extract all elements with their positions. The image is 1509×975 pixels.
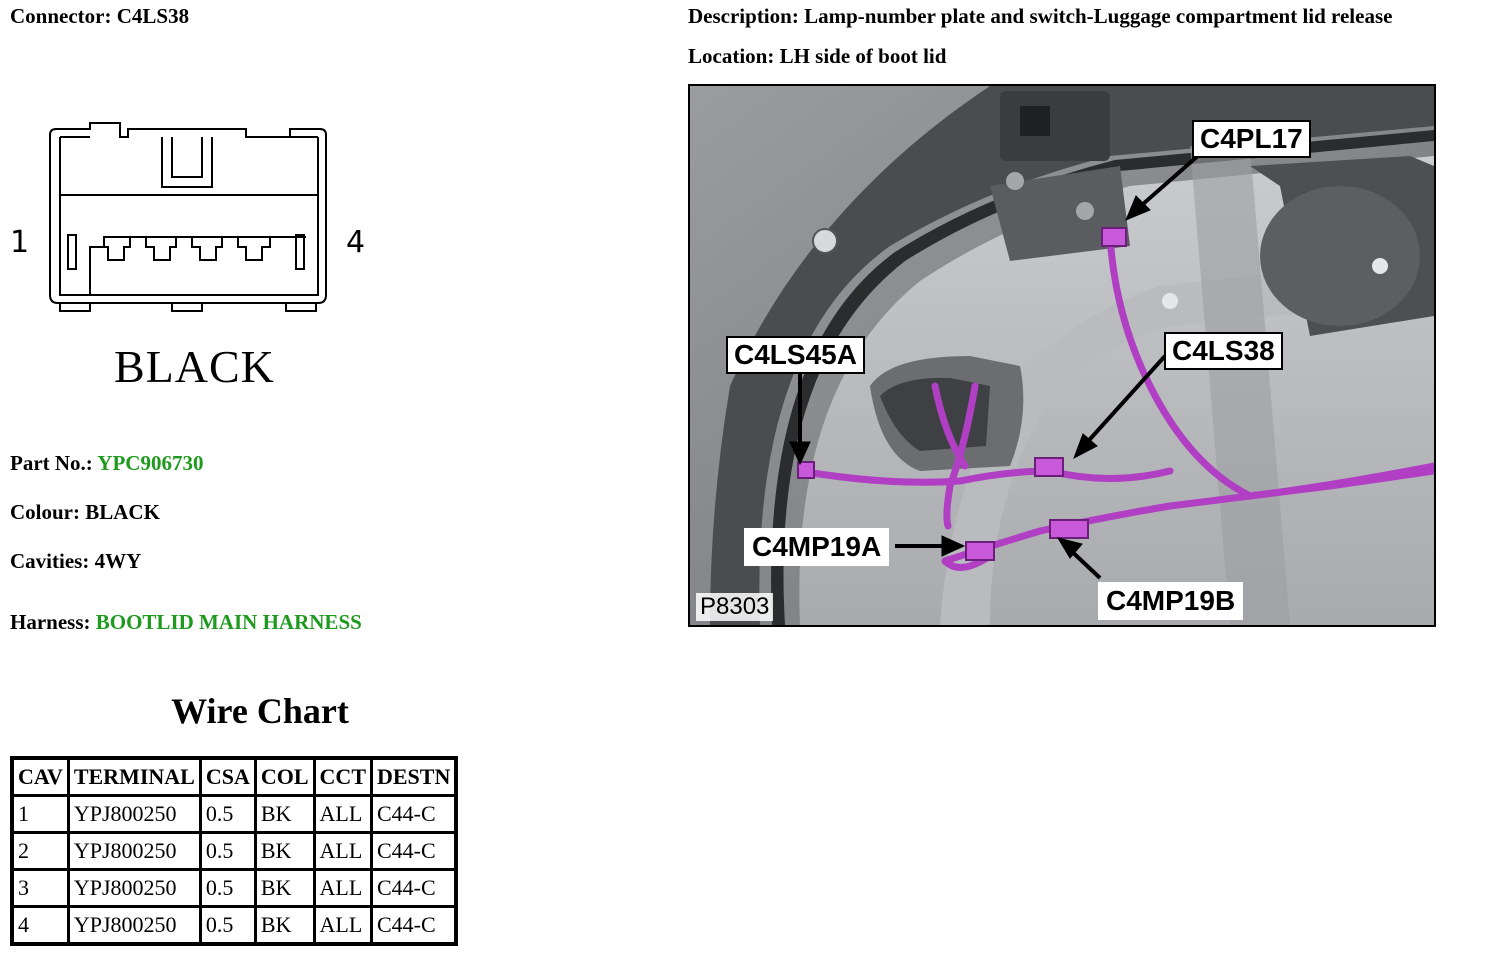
connector-value: C4LS38 [116, 4, 190, 28]
part-number-label: Part No.: [10, 451, 93, 475]
cell-col: BK [253, 831, 316, 871]
part-number: Part No.: YPC906730 [10, 451, 203, 476]
cell-destn: C44-C [370, 831, 458, 871]
cell-csa: 0.5 [198, 868, 257, 908]
cell-cct: ALL [312, 905, 374, 946]
connector-face-drawing [49, 122, 327, 312]
callout-c4pl17: C4PL17 [1192, 120, 1311, 158]
cell-cct: ALL [312, 794, 374, 834]
harness-label: Harness: [10, 610, 91, 634]
cell-col: BK [253, 868, 316, 908]
header-col: COL [253, 756, 316, 797]
colour: Colour: BLACK [10, 500, 160, 525]
connector-color-label: BLACK [114, 341, 275, 392]
cell-cct: ALL [312, 868, 374, 908]
header-cav: CAV [10, 756, 70, 797]
colour-label: Colour: [10, 500, 80, 524]
cell-csa: 0.5 [198, 831, 257, 871]
cell-col: BK [253, 794, 316, 834]
description-label: Description: [688, 4, 799, 28]
cavities-value: 4WY [94, 549, 142, 573]
cell-cav: 4 [10, 905, 70, 946]
callout-c4ls38: C4LS38 [1164, 332, 1283, 370]
location-label: Location: [688, 44, 775, 68]
boot-lid-illustration [690, 86, 1434, 625]
connector-title: Connector: C4LS38 [10, 4, 189, 29]
table-row: 4 YPJ800250 0.5 BK ALL C44-C [10, 905, 458, 946]
cell-destn: C44-C [370, 794, 458, 834]
description: Description: Lamp-number plate and switc… [688, 4, 1392, 29]
header-terminal: TERMINAL [66, 756, 202, 797]
cell-col: BK [253, 905, 316, 946]
cell-destn: C44-C [370, 868, 458, 908]
cell-cav: 2 [10, 831, 70, 871]
table-header-row: CAV TERMINAL CSA COL CCT DESTN [10, 756, 458, 797]
location-value: LH side of boot lid [779, 44, 947, 68]
harness-link[interactable]: BOOTLID MAIN HARNESS [95, 610, 362, 634]
connector-label: Connector: [10, 4, 112, 28]
colour-value: BLACK [85, 500, 160, 524]
table-row: 3 YPJ800250 0.5 BK ALL C44-C [10, 868, 458, 908]
photo-id: P8303 [696, 593, 774, 621]
cell-csa: 0.5 [198, 905, 257, 946]
description-value: Lamp-number plate and switch-Luggage com… [804, 4, 1393, 28]
harness: Harness: BOOTLID MAIN HARNESS [10, 610, 362, 635]
wire-chart-title: Wire Chart [171, 691, 349, 731]
location: Location: LH side of boot lid [688, 44, 946, 69]
cell-terminal: YPJ800250 [66, 794, 202, 834]
header-destn: DESTN [370, 756, 458, 797]
cell-cav: 3 [10, 868, 70, 908]
cell-cav: 1 [10, 794, 70, 834]
location-photo: C4PL17 C4LS45A C4LS38 C4MP19A C4MP19B P8… [688, 84, 1436, 627]
cell-terminal: YPJ800250 [66, 905, 202, 946]
cell-terminal: YPJ800250 [66, 831, 202, 871]
table-row: 2 YPJ800250 0.5 BK ALL C44-C [10, 831, 458, 871]
cavities-label: Cavities: [10, 549, 90, 573]
cell-csa: 0.5 [198, 794, 257, 834]
cell-terminal: YPJ800250 [66, 868, 202, 908]
header-cct: CCT [312, 756, 374, 797]
callout-c4mp19a: C4MP19A [744, 528, 890, 566]
connector-diagram: 1 4 BLACK [0, 115, 380, 400]
cell-destn: C44-C [370, 905, 458, 946]
header-csa: CSA [198, 756, 257, 797]
cell-cct: ALL [312, 831, 374, 871]
callout-c4mp19b: C4MP19B [1098, 582, 1244, 620]
pin-4-label: 4 [346, 225, 366, 260]
callout-c4ls45a: C4LS45A [726, 336, 865, 374]
wire-chart-table: CAV TERMINAL CSA COL CCT DESTN 1 YPJ8002… [10, 756, 459, 946]
table-row: 1 YPJ800250 0.5 BK ALL C44-C [10, 794, 458, 834]
part-number-link[interactable]: YPC906730 [97, 451, 204, 475]
pin-1-label: 1 [10, 225, 30, 260]
cavities: Cavities: 4WY [10, 549, 141, 574]
